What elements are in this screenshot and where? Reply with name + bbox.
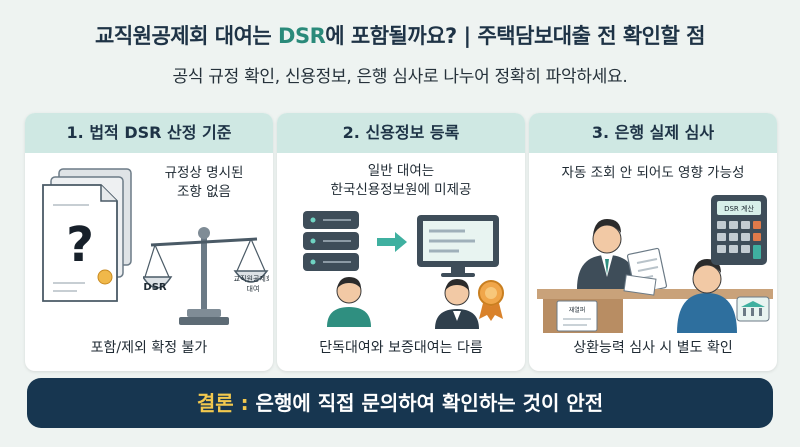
question-mark: ? (66, 217, 94, 273)
card-bank-review: 3. 은행 실제 심사 자동 조회 안 되어도 영향 가능성 재열퍼 DSR 계… (529, 113, 777, 371)
card-heading: 2. 신용정보 등록 (277, 113, 525, 153)
person-icon (327, 277, 371, 327)
card-footer: 포함/제외 확정 불가 (90, 340, 208, 356)
card-heading: 1. 법적 DSR 산정 기준 (25, 113, 273, 153)
card-footer: 단독대여와 보증대여는 다름 (319, 340, 483, 356)
note-line-2: 한국신용정보원에 미제공 (330, 182, 472, 198)
conclusion-label: 결론 : (196, 391, 256, 415)
scale-right-label-2: 대여 (247, 284, 260, 293)
page-title: 교직원공제회 대여는 DSR에 포함될까요? | 주택담보대출 전 확인할 점 (0, 20, 800, 50)
title-suffix: 에 포함될까요? | 주택담보대출 전 확인할 점 (325, 24, 705, 48)
card-note: 자동 조회 안 되어도 영향 가능성 (561, 165, 745, 181)
calculator-label: DSR 계산 (724, 204, 754, 213)
page-subtitle: 공식 규정 확인, 신용정보, 은행 심사로 나누어 정확히 파악하세요. (172, 67, 628, 87)
card-footer: 상환능력 심사 시 별도 확인 (573, 340, 733, 356)
note-line-1: 규정상 명시된 (164, 165, 244, 181)
document-question-icon: ? (42, 168, 132, 302)
balance-scale-icon: DSR 교직원공제회 대여 (143, 227, 269, 325)
card-credit-info: 2. 신용정보 등록 일반 대여는 한국신용정보원에 미제공 (277, 113, 525, 371)
conclusion-banner: 결론 : 은행에 직접 문의하여 확인하는 것이 안전 (27, 378, 773, 428)
card-note: 일반 대여는 한국신용정보원에 미제공 (277, 162, 525, 200)
note-line-2: 조항 없음 (177, 184, 231, 200)
card-note: 규정상 명시된 조항 없음 (143, 164, 265, 202)
scale-right-label-1: 교직원공제회 (234, 274, 269, 283)
document-label: 재열퍼 (569, 306, 586, 314)
title-accent: DSR (278, 24, 326, 48)
arrow-right-icon (377, 232, 407, 252)
conclusion-text: 은행에 직접 문의하여 확인하는 것이 안전 (255, 391, 604, 415)
guarantor-person-icon (435, 279, 504, 329)
monitor-icon (417, 215, 499, 277)
title-prefix: 교직원공제회 대여는 (95, 24, 279, 48)
scale-left-label: DSR (143, 282, 167, 293)
database-server-icon (303, 211, 359, 271)
note-line-1: 일반 대여는 (367, 163, 435, 179)
bank-consultation-icon: 재열퍼 DSR 계산 (537, 195, 773, 333)
card-dsr-criteria: 1. 법적 DSR 산정 기준 ? 규정상 명시된 조항 없음 DSR 교직원공… (25, 113, 273, 371)
card-heading: 3. 은행 실제 심사 (529, 113, 777, 153)
